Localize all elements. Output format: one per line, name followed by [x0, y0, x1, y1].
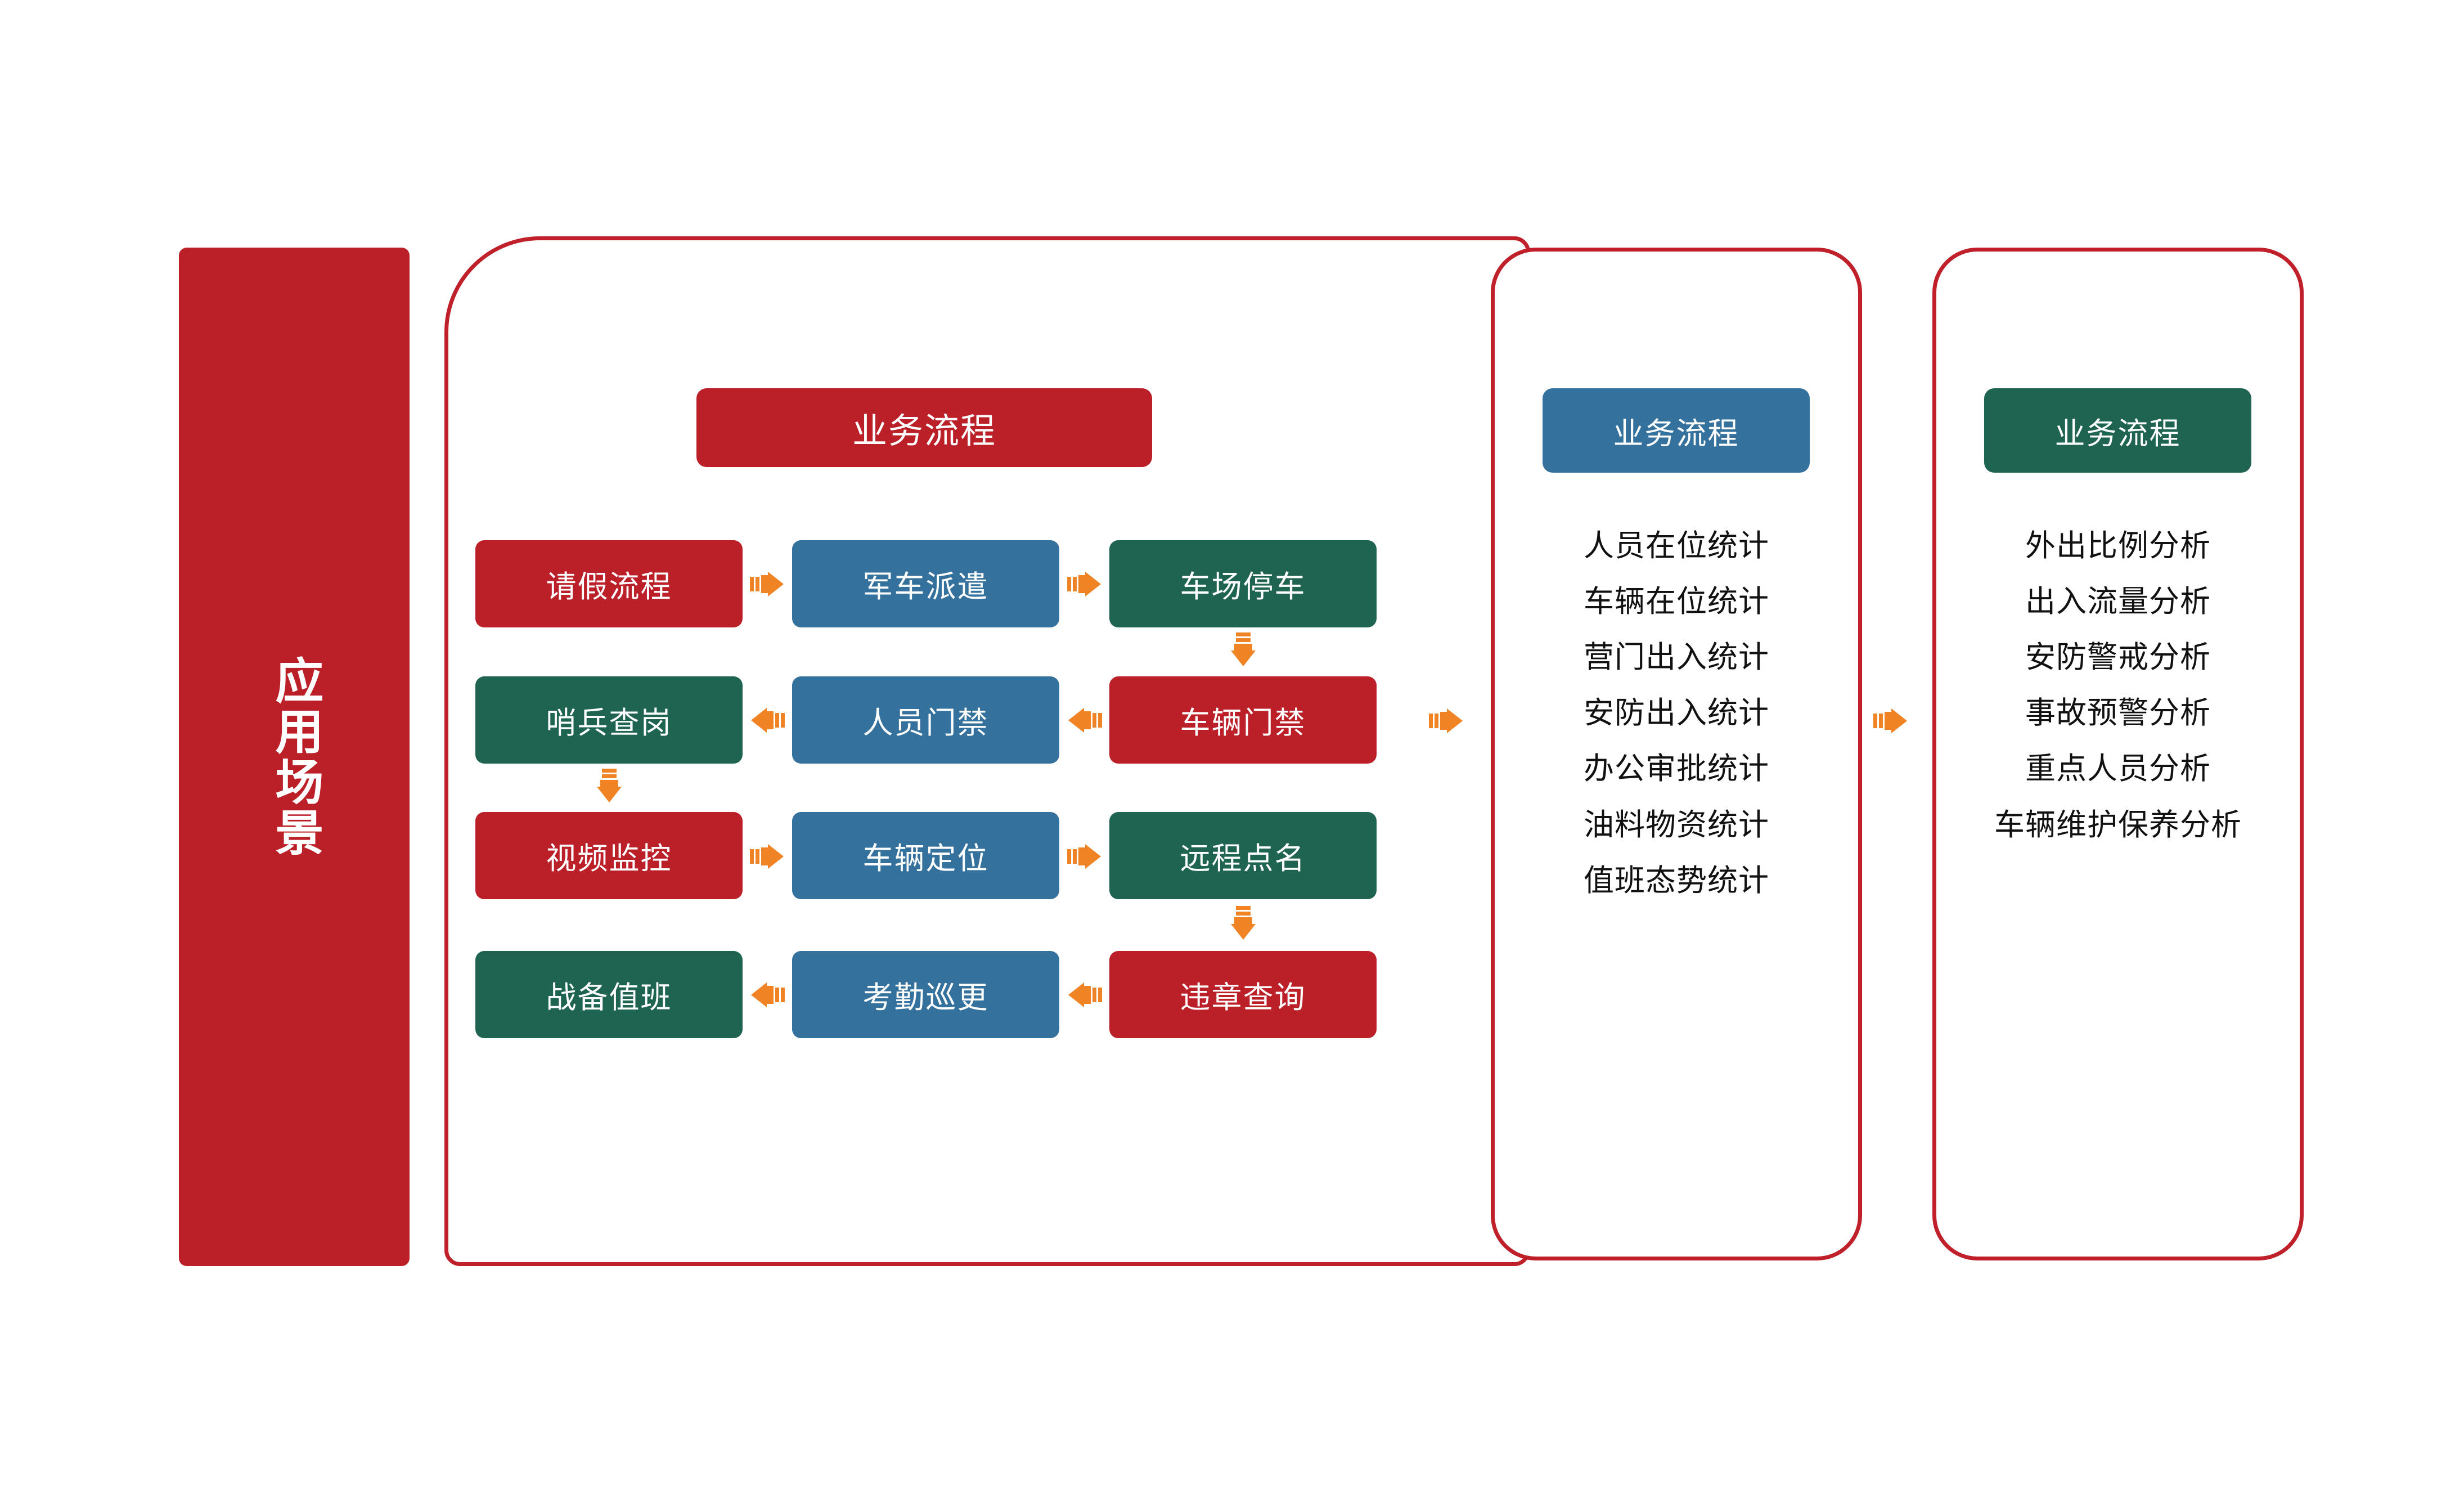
application-scenario-label: 应用场景 [266, 656, 323, 858]
list-item: 车辆在位统计 [1584, 584, 1769, 620]
arrow-left-icon [750, 980, 785, 1010]
arrow-right-icon [1873, 706, 1908, 735]
arrow-down-icon [1229, 632, 1258, 667]
right-panel-header: 业务流程 [1984, 388, 2251, 473]
arrow-right-icon [1067, 569, 1102, 599]
list-item: 安防出入统计 [1584, 695, 1769, 731]
application-scenario-banner: 应用场景 [179, 248, 410, 1266]
mid-panel-header: 业务流程 [1543, 388, 1810, 473]
list-item: 外出比例分析 [2025, 528, 2211, 563]
list-item: 值班态势统计 [1584, 862, 1769, 898]
node-remote-roll-call[interactable]: 远程点名 [1109, 812, 1377, 899]
list-item: 重点人员分析 [2025, 751, 2211, 787]
arrow-right-icon [750, 569, 785, 599]
arrow-down-icon [1229, 906, 1258, 941]
arrow-left-icon [750, 706, 785, 735]
node-leave-process[interactable]: 请假流程 [475, 540, 743, 627]
arrow-right-icon [1067, 842, 1102, 871]
right-panel-list: 外出比例分析 出入流量分析 安防警戒分析 事故预警分析 重点人员分析 车辆维护保… [1944, 526, 2292, 861]
list-item: 事故预警分析 [2025, 695, 2211, 731]
list-item: 油料物资统计 [1584, 806, 1769, 842]
list-item: 人员在位统计 [1584, 528, 1769, 563]
list-item: 安防警戒分析 [2025, 639, 2211, 675]
arrow-left-icon [1067, 706, 1102, 735]
node-military-vehicle-dispatch[interactable]: 军车派遣 [792, 540, 1059, 627]
node-parking-lot-parking[interactable]: 车场停车 [1109, 540, 1377, 627]
mid-panel-list: 人员在位统计 车辆在位统计 营门出入统计 安防出入统计 办公审批统计 油料物资统… [1502, 526, 1851, 917]
list-item: 营门出入统计 [1584, 639, 1769, 675]
node-violation-query[interactable]: 违章查询 [1109, 951, 1377, 1038]
arrow-left-icon [1067, 980, 1102, 1010]
node-sentry-post-check[interactable]: 哨兵查岗 [475, 676, 743, 764]
list-item: 车辆维护保养分析 [1994, 806, 2242, 842]
node-video-surveillance[interactable]: 视频监控 [475, 812, 743, 899]
arrow-right-icon [1429, 706, 1464, 735]
list-item: 办公审批统计 [1584, 751, 1769, 787]
main-panel-header: 业务流程 [696, 388, 1152, 467]
arrow-right-icon [750, 842, 785, 871]
node-vehicle-positioning[interactable]: 车辆定位 [792, 812, 1059, 899]
node-combat-readiness-duty[interactable]: 战备值班 [475, 951, 743, 1038]
node-attendance-patrol[interactable]: 考勤巡更 [792, 951, 1059, 1038]
node-vehicle-access-control[interactable]: 车辆门禁 [1109, 676, 1377, 764]
node-personnel-access-control[interactable]: 人员门禁 [792, 676, 1059, 764]
list-item: 出入流量分析 [2025, 584, 2211, 620]
arrow-down-icon [595, 769, 624, 804]
